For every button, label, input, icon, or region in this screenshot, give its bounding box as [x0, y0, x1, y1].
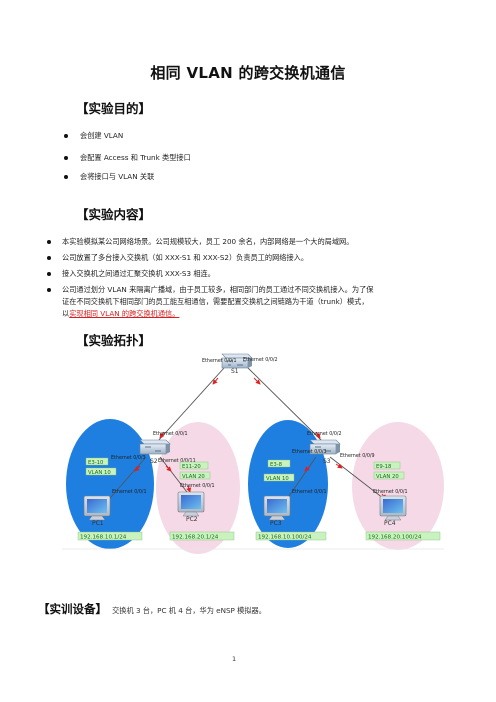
s1-port-right: Ethernet 0/0/2	[243, 357, 278, 363]
switch-s2-icon	[139, 439, 171, 455]
content-item-4-prefix: 以	[62, 309, 70, 318]
bullet	[64, 156, 68, 160]
ip-labels: 192.168.10.1/24 192.168.20.1/24 192.168.…	[77, 531, 441, 541]
z3-ports: E3-8	[270, 462, 283, 468]
bullet	[64, 134, 68, 138]
port-arrow	[159, 431, 165, 439]
z4-vlan: VLAN 20	[376, 474, 399, 480]
z3-vlan: VLAN 10	[266, 476, 289, 482]
goal-item-2: 会配置 Access 和 Trunk 类型接口	[80, 153, 191, 162]
switch-s3-icon	[309, 439, 341, 455]
content-item-4-line-2: 证在不同交换机下相同部门的员工能互相通信，需要配置交换机之间链路为干道（trun…	[62, 297, 369, 306]
s3-port-right: Ethernet 0/0/9	[340, 453, 375, 459]
content-item-3: 接入交换机之间通过汇聚交换机 XXX-S3 相连。	[62, 269, 215, 278]
s2-label: S2	[150, 458, 158, 465]
vlan-tags: E3-10 VLAN 10 E11-20 VLAN 20 E3-8 VLAN 1…	[85, 457, 405, 482]
pc3-icon	[263, 495, 291, 521]
pc1-ip: 192.168.10.1/24	[80, 535, 127, 541]
s1-port-left: Ethernet 0/0/1	[202, 358, 237, 364]
pc2-label: PC2	[186, 516, 198, 523]
bullet	[47, 272, 51, 276]
section-topology-heading: 【实验拓扑】	[76, 333, 152, 348]
switch-s1-icon	[221, 353, 253, 369]
pc1-icon	[83, 495, 111, 521]
zone-vlan10-right	[248, 420, 328, 548]
s3-label: S3	[323, 458, 331, 465]
content-item-4-line-3: 以实现相同 VLAN 的跨交换机通信。	[62, 308, 179, 320]
pc1-port: Ethernet 0/0/1	[112, 489, 147, 495]
s3-port-left: Ethernet 0/0/3	[292, 449, 327, 455]
pc3-port: Ethernet 0/0/1	[292, 489, 327, 495]
pc2-ip: 192.168.20.1/24	[172, 535, 219, 541]
s3-port-up: Ethernet 0/0/2	[307, 431, 342, 437]
page-number: 1	[232, 655, 237, 663]
content-item-4-line-1: 公司通过划分 VLAN 来隔离广播域，由于员工较多，相同部门的员工通过不同交换机…	[62, 285, 374, 294]
pc3-ip: 192.168.10.100/24	[258, 535, 312, 541]
goal-item-1: 会创建 VLAN	[80, 131, 124, 140]
port-arrow	[304, 465, 311, 472]
port-arrow	[186, 485, 192, 493]
port-arrow	[134, 465, 141, 472]
pc2-port: Ethernet 0/0/1	[180, 483, 215, 489]
z1-vlan: VLAN 10	[88, 470, 111, 476]
pc4-icon	[379, 495, 407, 521]
section-content-heading: 【实验内容】	[76, 207, 152, 222]
highlighted-text: 实现相同 VLAN 的跨交换机通信。	[69, 309, 180, 318]
bullet	[64, 175, 68, 179]
s2-port-left: Ethernet 0/0/3	[111, 455, 146, 461]
equipment-line: 【实训设备】 交换机 3 台，PC 机 4 台，华为 eNSP 模拟器。	[38, 598, 266, 617]
section-equipment-heading: 【实训设备】	[38, 602, 107, 616]
page-title: 相同 VLAN 的跨交换机通信	[150, 64, 346, 82]
port-arrow	[165, 465, 172, 472]
bullet	[47, 256, 51, 260]
pc4-label: PC4	[384, 520, 396, 527]
pc4-port: Ethernet 0/0/1	[373, 489, 408, 495]
zone-vlan20-right	[352, 422, 444, 550]
pc3-label: PC3	[270, 520, 282, 527]
port-arrow	[335, 463, 343, 469]
z2-ports: E11-20	[182, 464, 201, 470]
equipment-text: 交换机 3 台，PC 机 4 台，华为 eNSP 模拟器。	[112, 606, 266, 615]
port-arrow	[212, 377, 219, 385]
zone-vlan10-left	[66, 419, 154, 549]
goal-item-3: 会将接口与 VLAN 关联	[80, 172, 155, 181]
z4-ports: E9-18	[376, 464, 392, 470]
section-goal-heading: 【实验目的】	[76, 101, 152, 116]
pc4-ip: 192.168.20.100/24	[368, 535, 422, 541]
bullet	[47, 240, 51, 244]
pc1-label: PC1	[92, 520, 104, 527]
s2-port-right: Ethernet 0/0/11	[158, 458, 196, 464]
content-item-2: 公司放置了多台接入交换机（如 XXX-S1 和 XXX-S2）负责员工的网络接入…	[62, 253, 309, 262]
s2-port-up: Ethernet 0/0/1	[153, 431, 188, 437]
link-s2-pc2	[159, 456, 191, 497]
z1-ports: E3-10	[88, 460, 104, 466]
bullet	[47, 288, 51, 292]
port-arrow	[253, 377, 261, 385]
zone-vlan20-left	[156, 422, 240, 554]
z2-vlan: VLAN 20	[182, 474, 205, 480]
pc2-icon	[177, 491, 205, 517]
content-item-1: 本实验模拟某公司网络场景。公司规模较大，员工 200 余名，内部网络是一个大的局…	[62, 237, 354, 246]
s1-label: S1	[231, 368, 239, 375]
port-arrow	[315, 431, 321, 439]
